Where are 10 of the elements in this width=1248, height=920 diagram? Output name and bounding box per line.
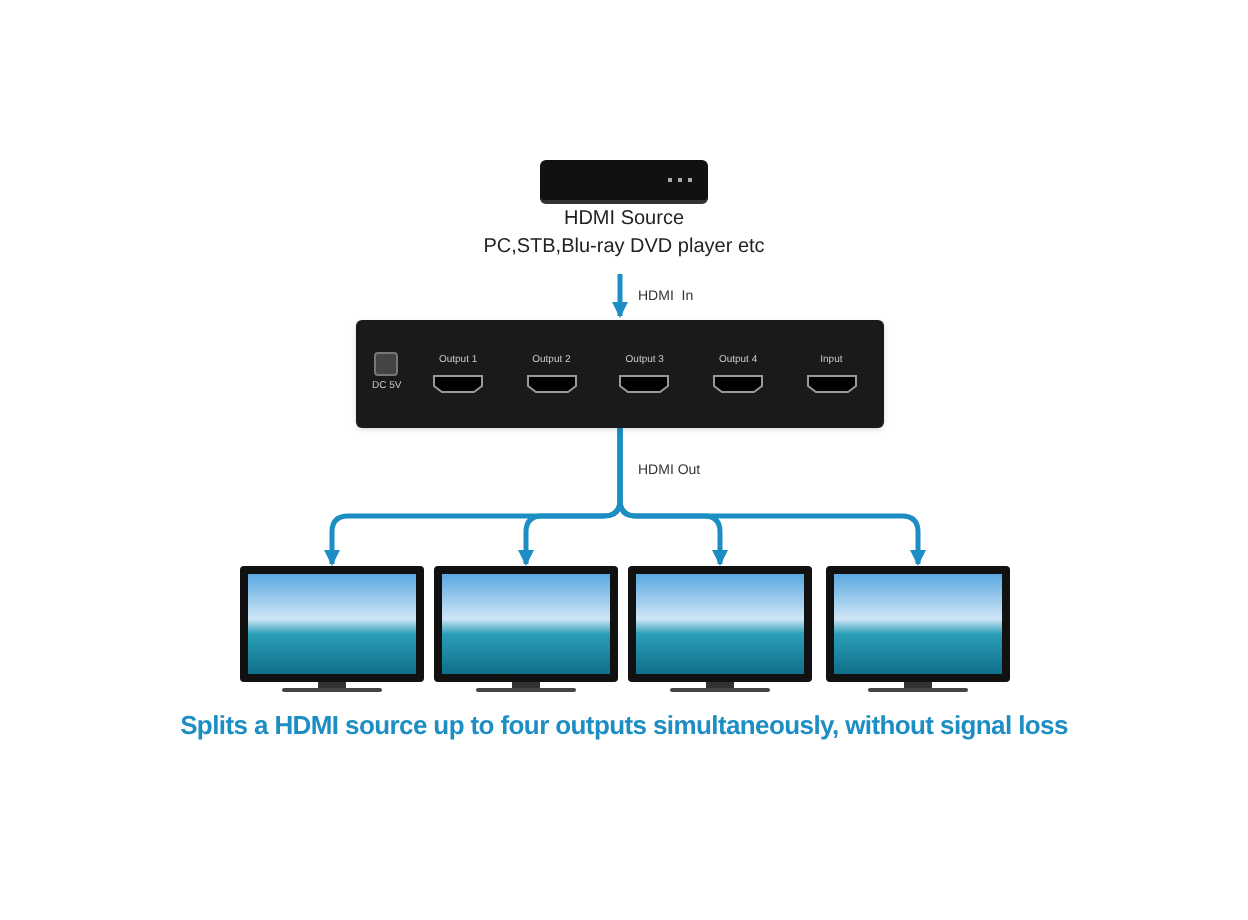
hdmi-splitter-drawing [356,320,884,428]
tv-drawing [240,566,424,692]
arrow [617,428,926,566]
source-description: PC,STB,Blu-ray DVD player etc [483,234,765,260]
tv-drawing [628,566,812,692]
tv-drawing [826,566,1010,692]
arrow [612,274,628,318]
tv-drawing [434,566,618,692]
caption: Splits a HDMI source up to four outputs simultaneously, without signal loss [178,708,1070,744]
source-title: HDMI Source [563,206,684,232]
